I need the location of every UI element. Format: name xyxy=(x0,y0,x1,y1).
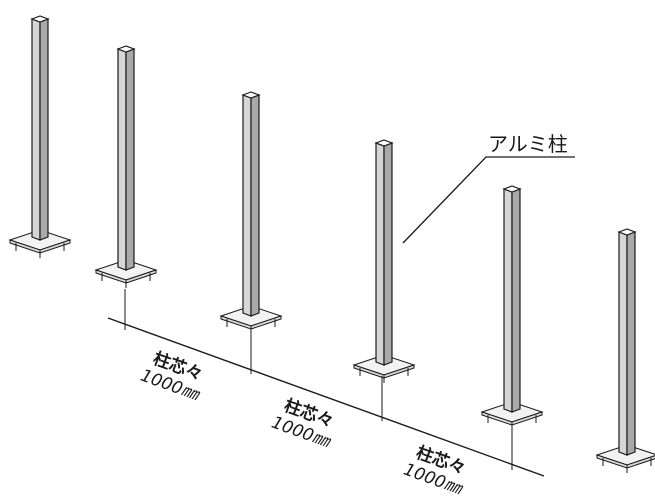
dimension-line-group xyxy=(107,289,545,477)
post-top-cap xyxy=(374,139,394,147)
post-front-face xyxy=(375,142,385,366)
spacing-label-3: 柱芯々 1000㎜ xyxy=(401,442,469,500)
spacing-label-2: 柱芯々 1000㎜ xyxy=(269,395,337,453)
callout-leader xyxy=(402,156,575,244)
post-front-face xyxy=(117,48,127,271)
post-front-face xyxy=(618,231,628,456)
post-side-face xyxy=(626,231,636,456)
post-front-face xyxy=(503,188,513,413)
spacing-label-1: 柱芯々 1000㎜ xyxy=(138,348,206,406)
post-top-cap xyxy=(241,91,261,99)
post-top-cap xyxy=(617,228,637,236)
post-side-face xyxy=(250,94,260,317)
aluminum-post-1 xyxy=(8,15,72,258)
callout-label: アルミ柱 xyxy=(488,132,568,156)
post-side-face xyxy=(125,48,135,271)
post-side-face xyxy=(511,188,521,413)
post-side-face xyxy=(39,18,49,241)
post-front-face xyxy=(242,94,252,317)
dimension-line xyxy=(107,317,545,477)
post-side-face xyxy=(383,142,393,366)
post-top-cap xyxy=(30,15,50,23)
aluminum-post-5 xyxy=(480,185,544,430)
post-front-face xyxy=(31,18,41,241)
post-top-cap xyxy=(116,45,136,53)
aluminum-post-3 xyxy=(219,91,283,334)
posts-group xyxy=(8,15,655,473)
post-top-cap xyxy=(502,185,522,193)
aluminum-post-4 xyxy=(352,139,416,383)
aluminum-post-6 xyxy=(595,228,655,473)
aluminum-post-2 xyxy=(94,45,158,288)
